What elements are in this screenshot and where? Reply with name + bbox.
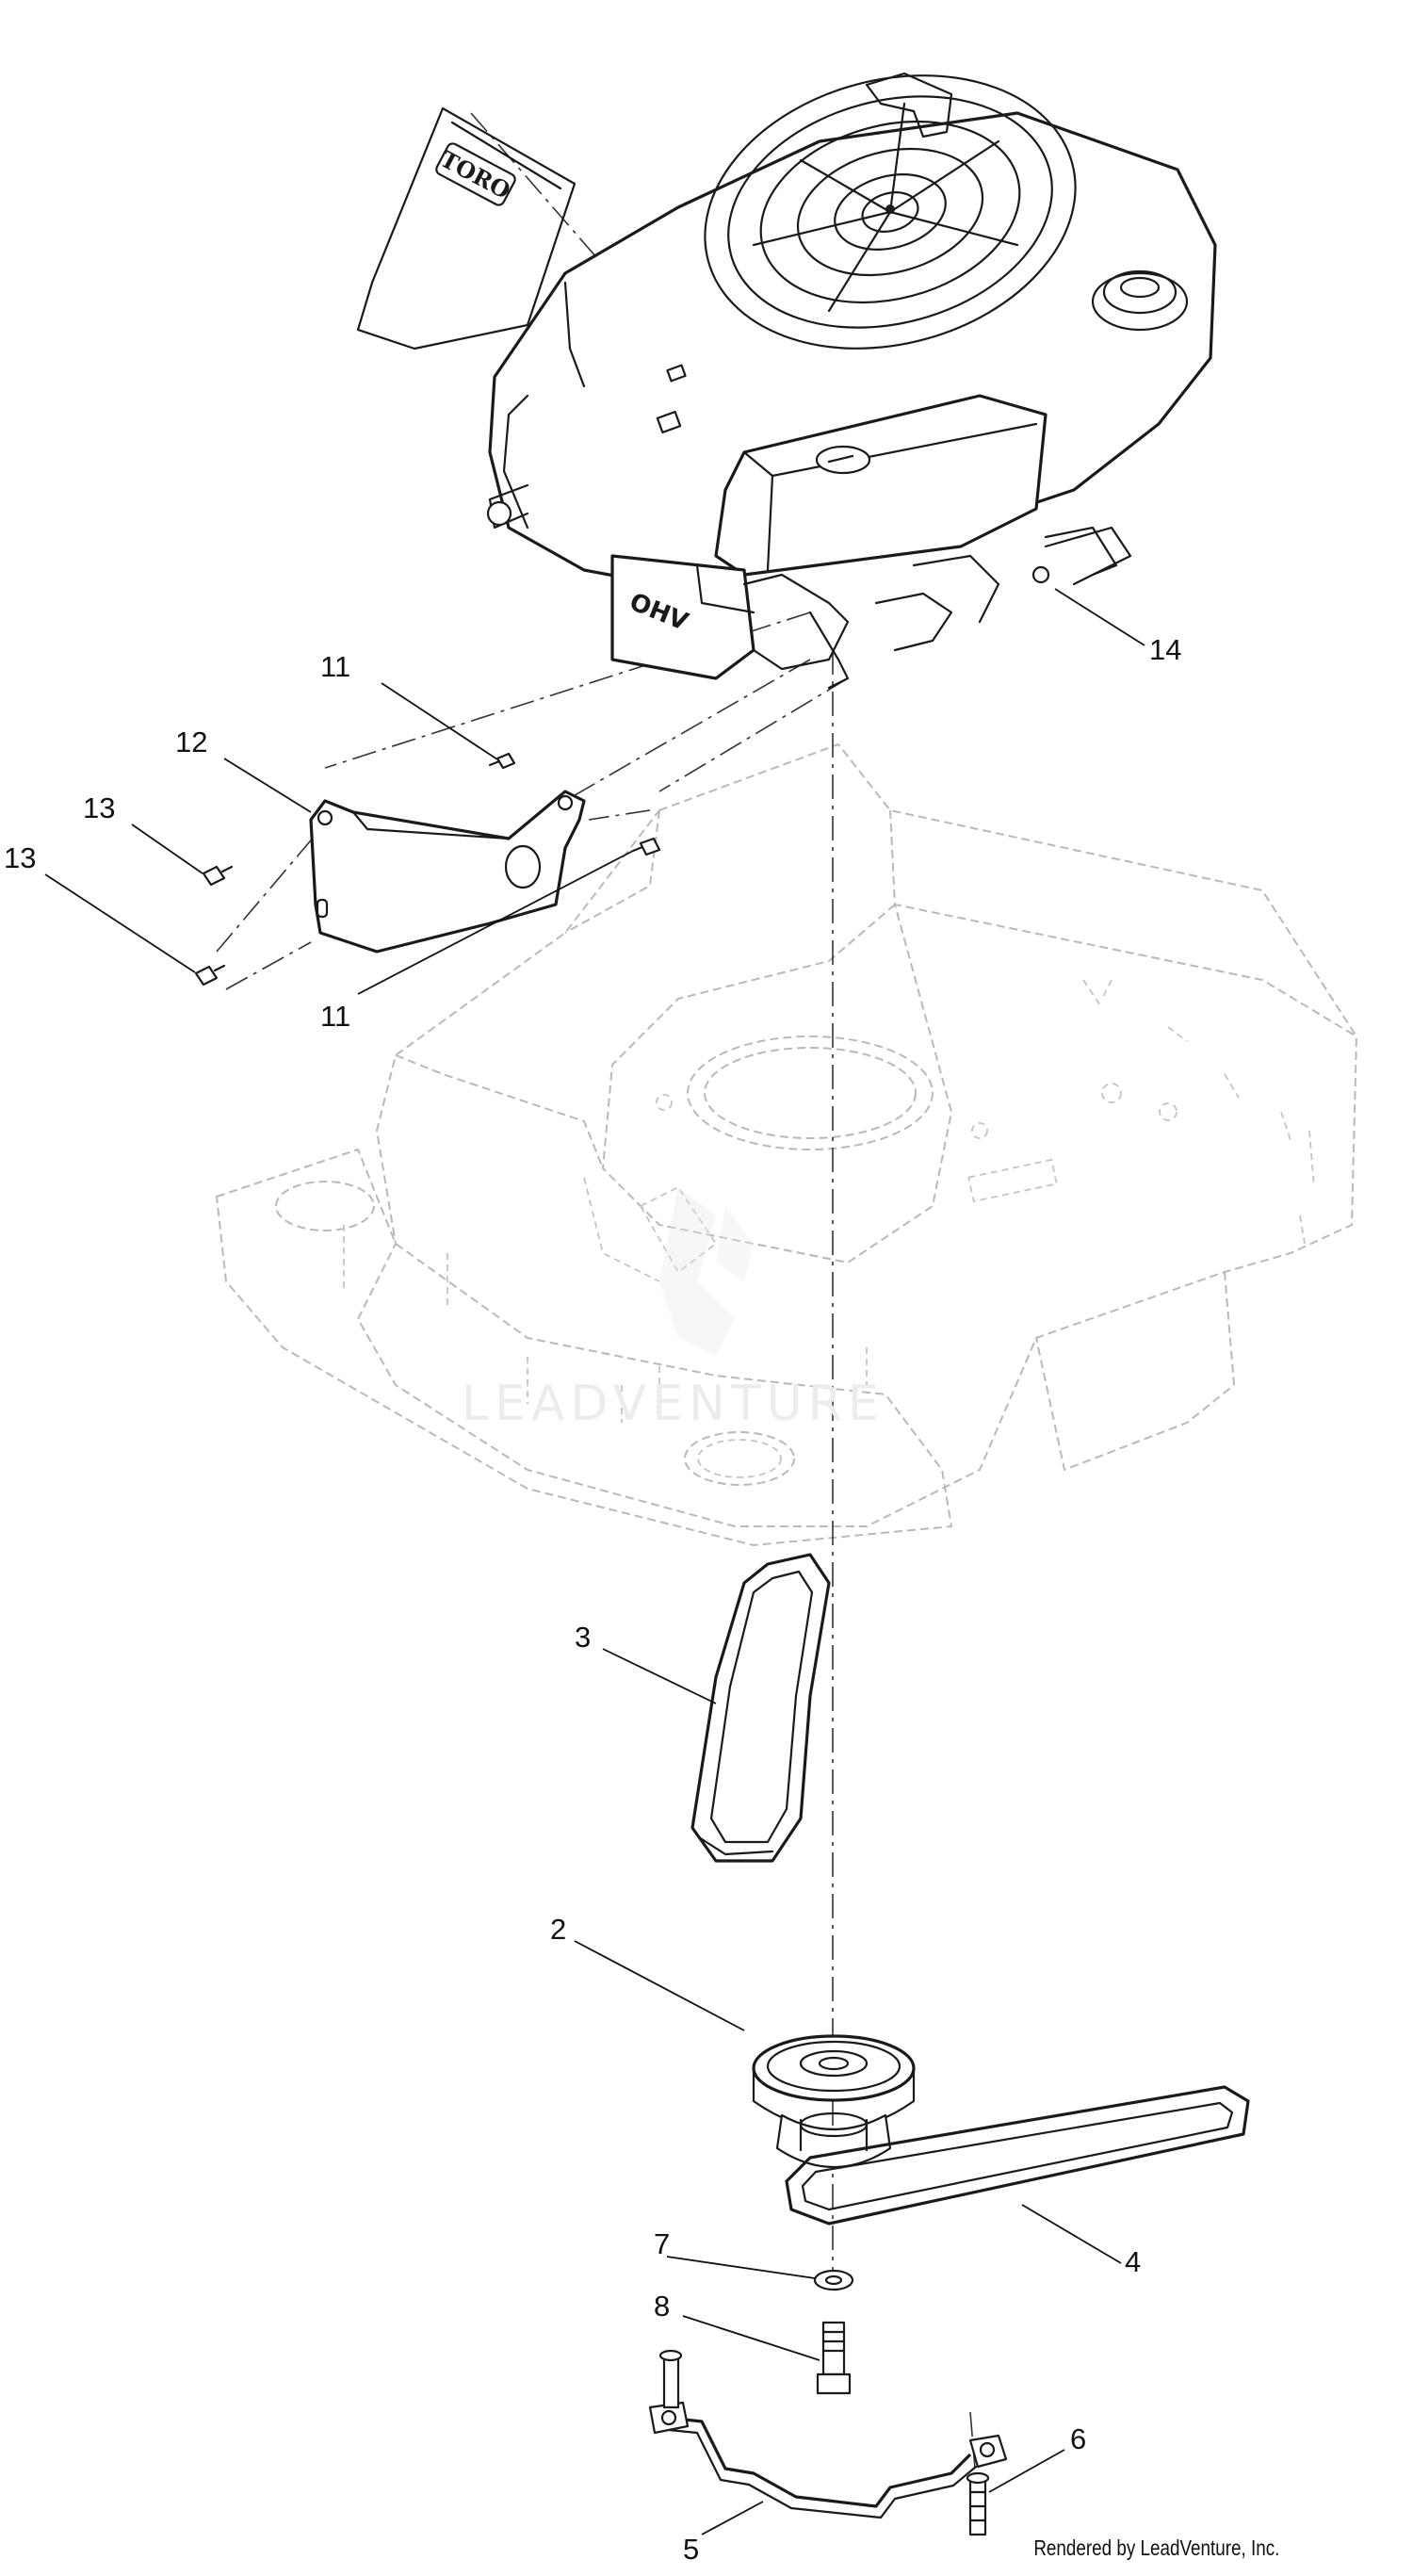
callout-12: 12 [175,726,208,758]
watermark-logo [659,1187,754,1357]
callout-11-upper: 11 [320,650,351,683]
watermark-text: LEADVENTURE [462,1376,885,1432]
bolt-11-lower [631,837,661,856]
bolt-13-lower [194,964,226,986]
leader-lines [44,588,1145,2535]
callout-14: 14 [1149,633,1182,666]
bolt-part-8 [816,2321,852,2395]
callout-2: 2 [550,1913,567,1946]
callout-6: 6 [1070,2422,1087,2455]
callout-7: 7 [654,2227,671,2260]
callout-11-lower: 11 [320,1000,351,1033]
alignment-lines [324,611,849,821]
callout-13-upper: 13 [83,791,116,824]
render-credit: Rendered by LeadVenture, Inc. [1032,2535,1279,2560]
bolt-part-6 [966,2471,990,2536]
bracket-part-12 [309,790,586,954]
belt-part-4 [785,2085,1250,2225]
callout-4: 4 [1125,2245,1142,2278]
engine-assembly: OHV [486,72,1217,690]
bolt-11-upper [488,752,516,770]
bolt-13-upper [202,865,234,887]
callout-5: 5 [683,2533,700,2566]
pulley-part-2 [752,2034,916,2169]
callout-3: 3 [575,1621,592,1654]
chassis-frame [216,743,1357,1546]
belt-part-3 [690,1553,831,1863]
bracket-part-5 [648,2349,1008,2519]
callout-8: 8 [654,2290,671,2323]
washer-part-7 [813,2269,854,2291]
callout-13-lower: 13 [4,841,37,874]
